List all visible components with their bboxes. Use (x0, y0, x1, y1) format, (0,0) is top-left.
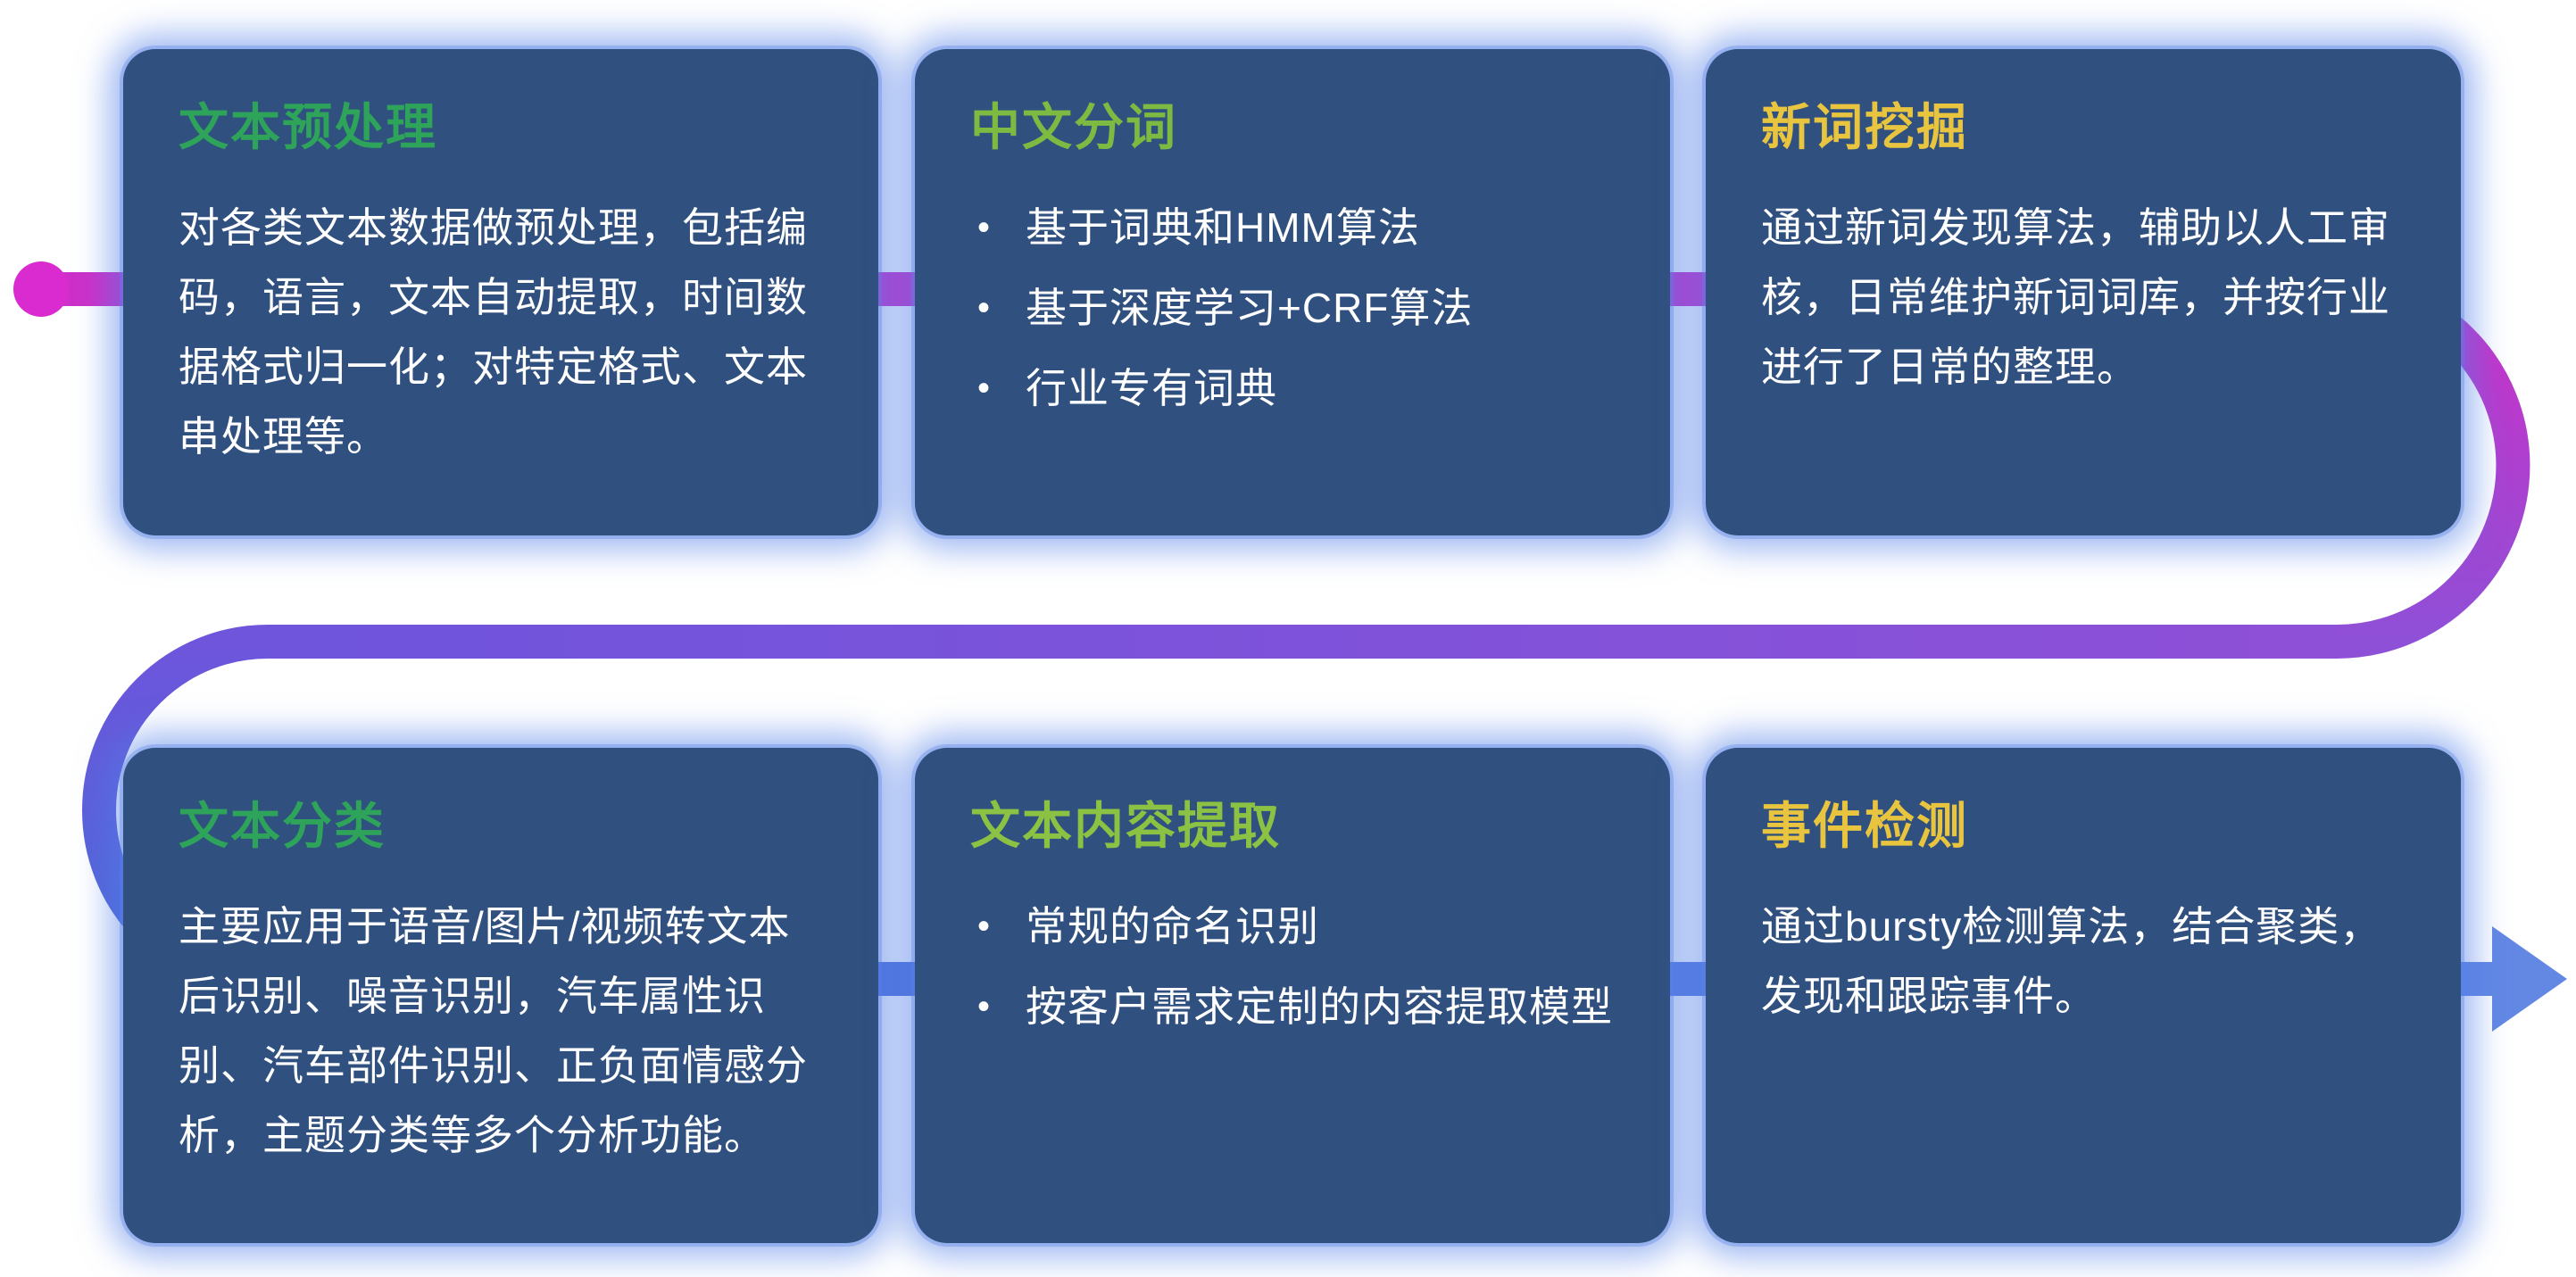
flow-start-dot (13, 261, 69, 317)
card-text-content-extraction: 文本内容提取 常规的命名识别 按客户需求定制的内容提取模型 (915, 748, 1670, 1243)
card-bullet-list: 常规的命名识别 按客户需求定制的内容提取模型 (970, 891, 1615, 1041)
flow-arrow-icon (2492, 926, 2567, 1032)
card-title: 文本分类 (179, 798, 386, 854)
bullet-item: 常规的命名识别 (970, 891, 1615, 961)
bullet-item: 基于词典和HMM算法 (970, 193, 1615, 262)
card-title: 中文分词 (970, 99, 1177, 155)
card-title: 文本内容提取 (970, 798, 1281, 854)
card-body: 主要应用于语音/图片/视频转文本后识别、噪音识别，汽车属性识别、汽车部件识别、正… (179, 903, 808, 1159)
card-body: 对各类文本数据做预处理，包括编码，语言，文本自动提取，时间数据格式归一化；对特定… (179, 204, 808, 460)
card-title: 新词挖掘 (1761, 99, 1968, 155)
bullet-item: 行业专有词典 (970, 353, 1615, 423)
card-new-word-mining: 新词挖掘 通过新词发现算法，辅助以人工审核，日常维护新词词库，并按行业进行了日常… (1706, 49, 2461, 535)
card-body: 通过bursty检测算法，结合聚类，发现和跟踪事件。 (1761, 903, 2382, 1020)
bullet-item: 按客户需求定制的内容提取模型 (970, 972, 1615, 1041)
card-bullet-list: 基于词典和HMM算法 基于深度学习+CRF算法 行业专有词典 (970, 193, 1615, 423)
card-title: 文本预处理 (179, 99, 437, 155)
card-chinese-word-segmentation: 中文分词 基于词典和HMM算法 基于深度学习+CRF算法 行业专有词典 (915, 49, 1670, 535)
card-text-preprocessing: 文本预处理 对各类文本数据做预处理，包括编码，语言，文本自动提取，时间数据格式归… (123, 49, 878, 535)
card-title: 事件检测 (1761, 798, 1968, 854)
card-event-detection: 事件检测 通过bursty检测算法，结合聚类，发现和跟踪事件。 (1706, 748, 2461, 1243)
card-text-classification: 文本分类 主要应用于语音/图片/视频转文本后识别、噪音识别，汽车属性识别、汽车部… (123, 748, 878, 1243)
bullet-item: 基于深度学习+CRF算法 (970, 273, 1615, 343)
card-body: 通过新词发现算法，辅助以人工审核，日常维护新词词库，并按行业进行了日常的整理。 (1761, 204, 2390, 391)
